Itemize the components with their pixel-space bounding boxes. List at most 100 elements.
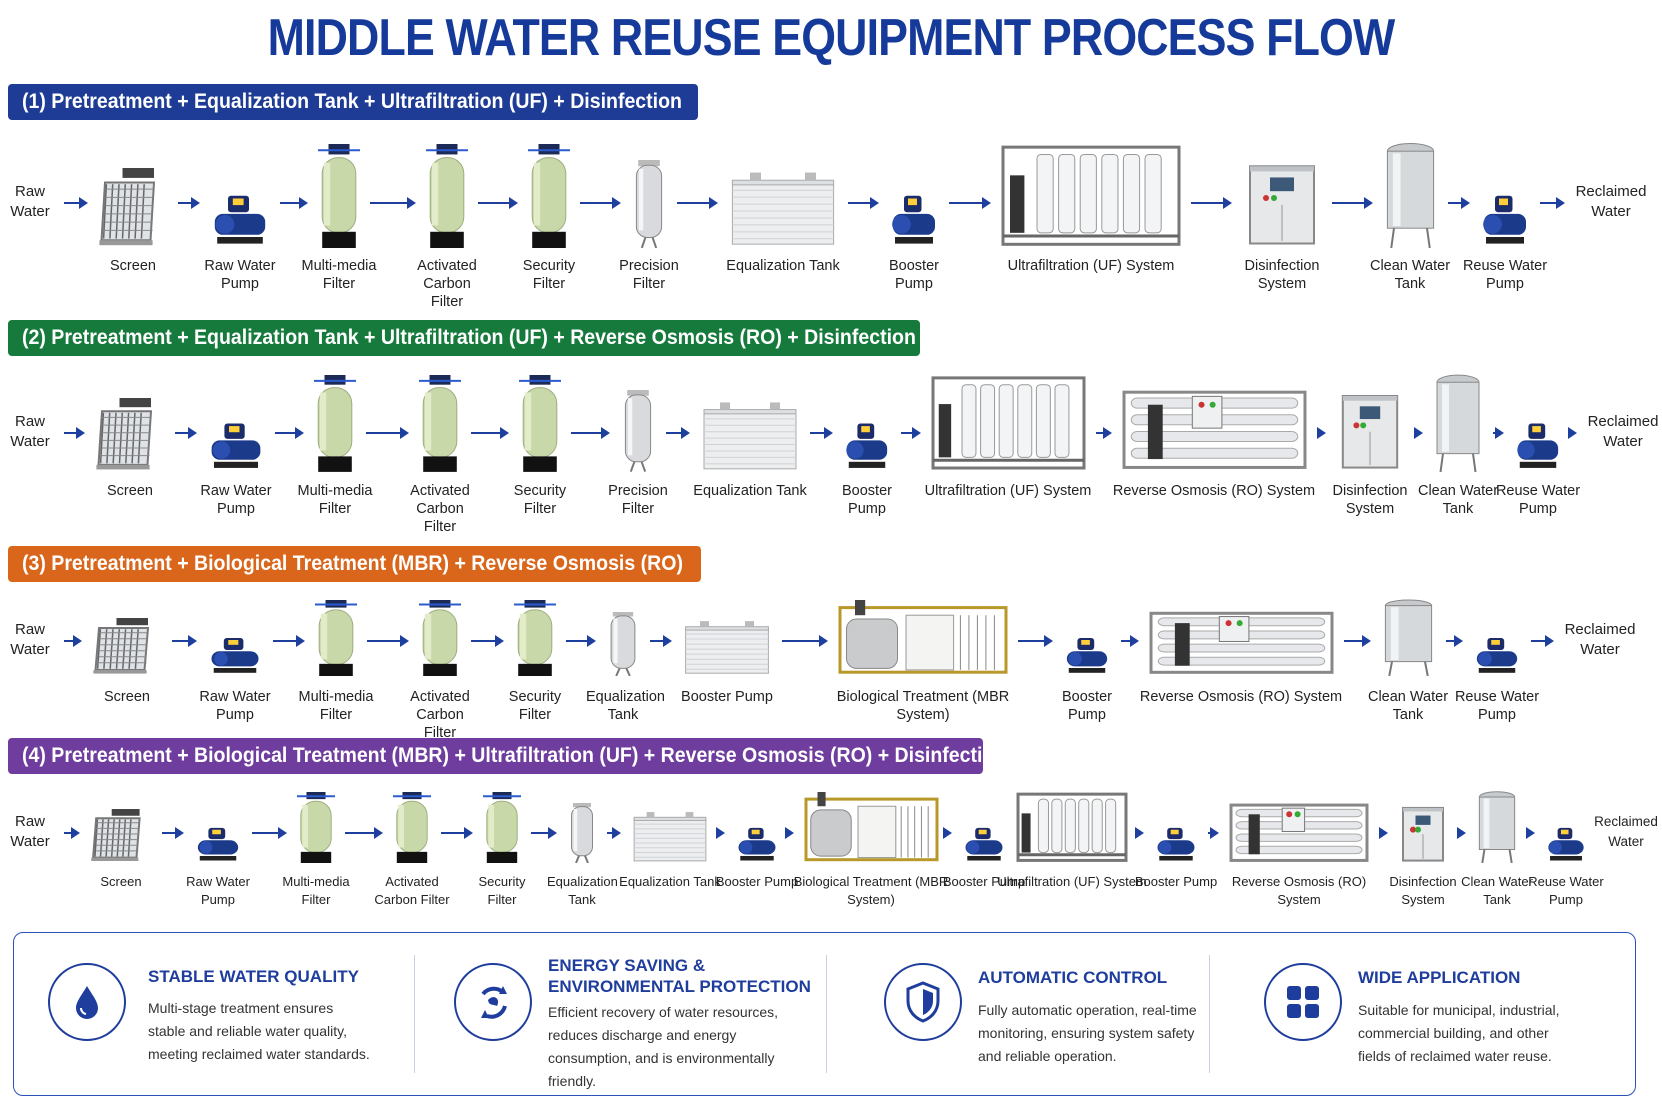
feature-title: WIDE APPLICATION [1358, 968, 1521, 987]
flow-arrow [1457, 827, 1466, 839]
flow-arrow [64, 197, 88, 209]
process-section-3: (3) Pretreatment + Biological Treatment … [0, 546, 1662, 741]
stage-label: Equalization Tank [726, 258, 840, 274]
process-section-4: (4) Pretreatment + Biological Treatment … [0, 738, 1662, 913]
stage-label: Ultrafiltration (UF) System [997, 874, 1147, 889]
flow-arrow [478, 197, 518, 209]
feature-description-line: reduces discharge and energy [548, 1027, 737, 1043]
stage-label: Disinfection System [1389, 874, 1457, 907]
stage-label: Security Filter [478, 874, 526, 907]
stage-pump: Raw Water Pump [199, 588, 271, 726]
steeltank-equipment-icon [1383, 138, 1438, 248]
flow-arrow [345, 827, 383, 839]
filter-equipment-icon [483, 791, 521, 863]
stage-pump: Reuse Water Pump [1455, 588, 1539, 726]
flow-arrow [944, 827, 952, 839]
flow-arrow [172, 635, 197, 647]
flow-row-3: Raw Water Screen Raw Water Pump Multi-me… [0, 588, 1662, 741]
flow-arrow [677, 197, 718, 209]
stage-label: Activated Carbon Filter [374, 874, 450, 907]
flow-arrow [1343, 635, 1371, 647]
pump-equipment-icon [1480, 193, 1530, 248]
feature-description-line: Fully automatic operation, real-time [978, 1002, 1197, 1018]
flow-arrow [848, 197, 879, 209]
precision-equipment-icon [631, 160, 667, 248]
ro-equipment-icon [1149, 610, 1334, 676]
feature-divider [1209, 955, 1210, 1073]
stage-label: Security Filter [522, 258, 576, 292]
stage-label: Raw Water Pump [204, 258, 276, 292]
filter-equipment-icon [297, 791, 335, 863]
stage-label: Raw Water Pump [186, 874, 250, 907]
flow-arrow [1332, 197, 1372, 209]
flow-arrow [1121, 635, 1138, 647]
flow-arrow [1414, 427, 1423, 439]
stage-uf: Ultrafiltration (UF) System [925, 362, 1091, 520]
stage-label: Screen [107, 483, 153, 499]
stage-label: Precision Filter [608, 483, 668, 517]
ro-equipment-icon [1229, 802, 1369, 864]
stage-pump: Raw Water Pump [200, 362, 272, 520]
stage-filter: Security Filter [479, 780, 525, 911]
mbr-equipment-icon [838, 600, 1008, 676]
flow-arrow [275, 427, 304, 439]
raw-water-label: Raw Water [10, 813, 50, 850]
stage-mbr: Biological Treatment (MBR System) [794, 780, 948, 911]
stage-cabinet: Disinfection System [1333, 362, 1407, 520]
section-banner-label: (3) Pretreatment + Biological Treatment … [22, 552, 683, 575]
pump-equipment-icon [207, 636, 263, 676]
steeltank-equipment-icon [1381, 596, 1436, 676]
stage-screen: Screen [95, 362, 165, 520]
uf-equipment-icon [1001, 144, 1181, 249]
flow-arrow [280, 197, 308, 209]
stage-steeltank: Clean Water Tank [1461, 780, 1533, 911]
flow-arrow [64, 827, 80, 839]
stage-filter: Multi-media Filter [298, 362, 372, 520]
flow-arrow [1447, 197, 1470, 209]
stage-pump: Booster Pump [943, 780, 1025, 911]
section-banner-4: (4) Pretreatment + Biological Treatment … [8, 738, 1006, 774]
stage-cabinet: Disinfection System [1242, 130, 1322, 295]
stage-steeltank: Clean Water Tank [1370, 130, 1450, 295]
filter-equipment-icon [419, 600, 461, 676]
stage-label: Ultrafiltration (UF) System [924, 483, 1092, 499]
pump-equipment-icon [889, 193, 939, 248]
stage-label: Booster Pump [715, 874, 799, 889]
stage-label: Screen [110, 258, 156, 274]
stage-label: Raw Water Pump [200, 483, 272, 517]
stage-label: Raw Water Pump [199, 689, 271, 723]
screen-equipment-icon [90, 807, 152, 863]
stage-filter: Activated Carbon Filter [417, 130, 477, 310]
process-section-1: (1) Pretreatment + Equalization Tank + U… [0, 84, 1662, 310]
stage-label: Booster Pump [842, 483, 892, 517]
flow-arrow [785, 827, 793, 839]
stage-label: Reverse Osmosis (RO) System [1112, 483, 1316, 499]
filter-equipment-icon [314, 375, 356, 472]
flow-arrow [1493, 427, 1504, 439]
stage-pump: Raw Water Pump [204, 130, 276, 295]
stage-label: Activated Carbon Filter [417, 258, 477, 310]
reclaimed-water-label: Reclaimed Water [1587, 413, 1659, 450]
flow-arrow [1445, 635, 1463, 647]
flow-row-4: Raw Water Screen Raw Water Pump Multi-me… [0, 780, 1662, 913]
pump-equipment-icon [843, 421, 891, 472]
stage-label: Multi-media Filter [297, 483, 373, 517]
screen-equipment-icon [95, 396, 165, 473]
water-drop-icon [48, 963, 126, 1041]
stage-filter: Security Filter [509, 588, 561, 726]
stage-label: Precision Filter [619, 258, 679, 292]
screen-equipment-icon [98, 166, 168, 249]
feature-description-line: stable and reliable water quality, [148, 1023, 347, 1039]
section-banner-label: (4) Pretreatment + Biological Treatment … [22, 744, 1007, 767]
stage-pump: Booster Pump [889, 130, 939, 295]
uf-equipment-icon [1016, 792, 1128, 863]
flow-arrow [1095, 427, 1112, 439]
flow-arrow [441, 827, 473, 839]
filter-equipment-icon [419, 375, 461, 472]
flow-arrow [571, 427, 610, 439]
stage-label: Clean Water Tank [1367, 689, 1449, 723]
flow-arrow [1526, 827, 1535, 839]
flow-arrow [1379, 827, 1388, 839]
reclaimed-water-label: Reclaimed Water [1594, 814, 1658, 849]
